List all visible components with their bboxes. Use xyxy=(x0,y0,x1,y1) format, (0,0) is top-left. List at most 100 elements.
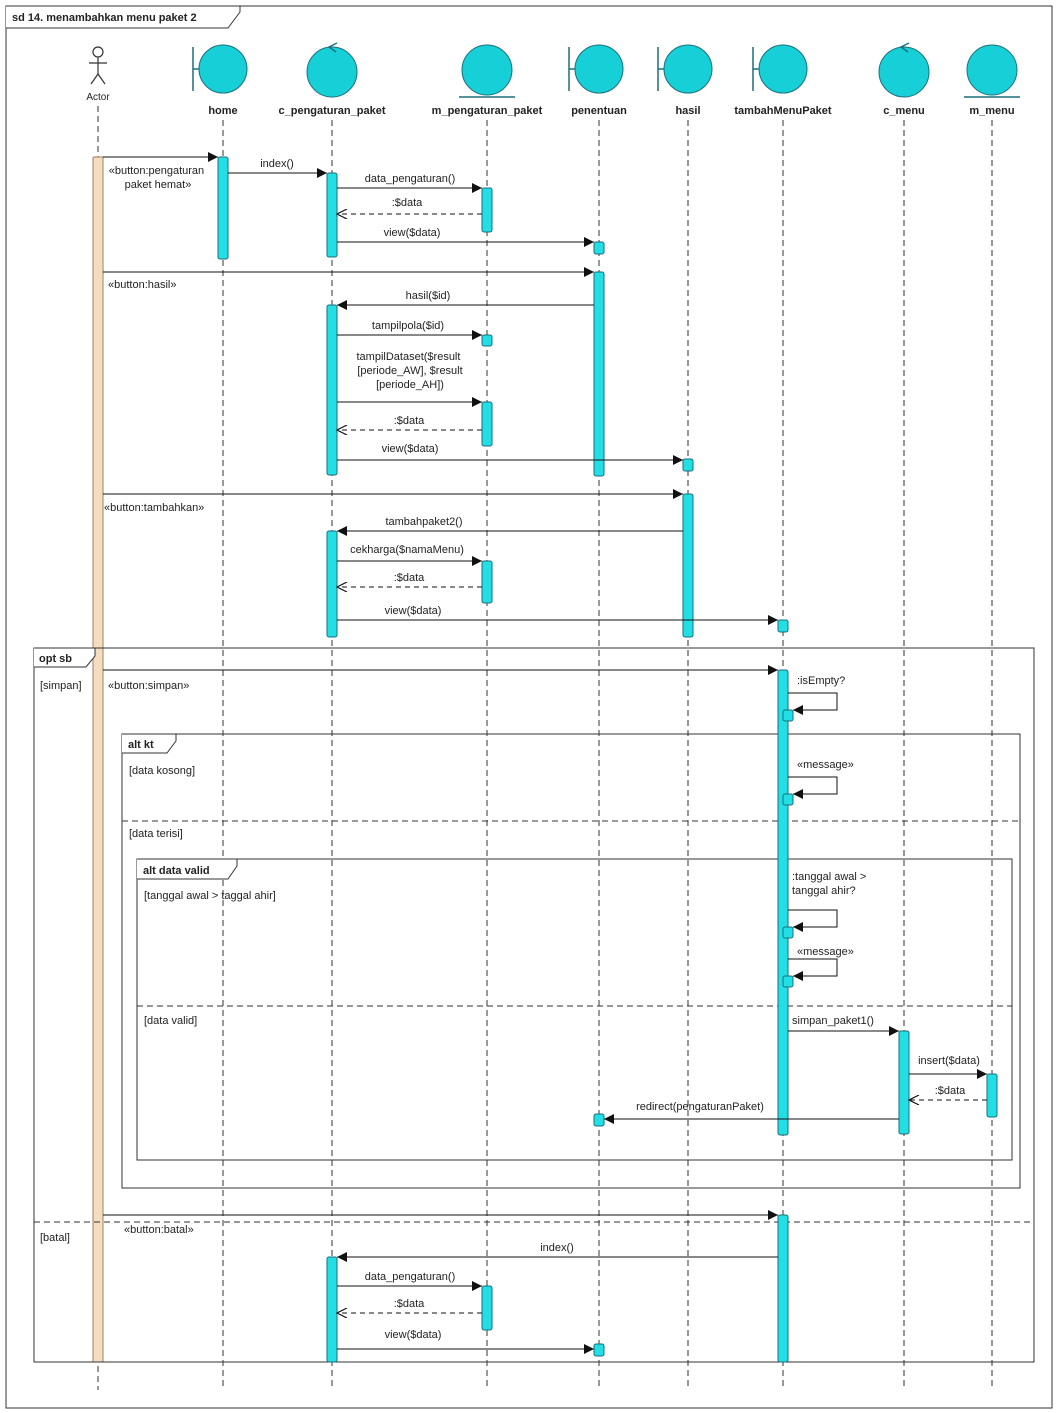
message-arrow xyxy=(788,776,838,799)
message-label: :isEmpty? xyxy=(797,675,845,687)
fragment-operator: opt sb xyxy=(39,653,72,665)
entity-icon xyxy=(461,44,513,96)
activation-m-pengaturan-paket xyxy=(481,1285,493,1331)
activation-tambah-menu-paket-self xyxy=(782,975,794,988)
activation-c-pengaturan-paket xyxy=(326,172,338,258)
fragment-alt-data-valid: alt data valid [tanggal awal > taggal ah… xyxy=(136,858,1013,1161)
fragment-opt-sb: opt sb [simpan] [batal] xyxy=(33,647,1035,1363)
message-label: cekharga($namaMenu) xyxy=(350,544,464,556)
actor-name: Actor xyxy=(86,92,110,103)
activation-m-pengaturan-paket xyxy=(481,560,493,604)
activation-tambah-menu-paket-self xyxy=(782,709,794,722)
lifeline-m-pengaturan-paket: m_pengaturan_paket xyxy=(432,44,543,1390)
activation-m-pengaturan-paket xyxy=(481,401,493,447)
message-arrow xyxy=(788,692,838,715)
lifeline-name: c_menu xyxy=(883,105,925,117)
message-label: data_pengaturan() xyxy=(365,173,456,185)
diagram-frame: sd 14. menambahkan menu paket 2 xyxy=(5,5,1053,1409)
fragment-guard: [batal] xyxy=(40,1232,70,1244)
fragment-guard: [tanggal awal > taggal ahir] xyxy=(144,890,276,902)
message-label: :$data xyxy=(394,415,425,427)
entity-icon xyxy=(966,44,1018,96)
activation-c-menu xyxy=(898,1030,910,1135)
lifeline-name: hasil xyxy=(675,105,700,117)
activation-m-menu xyxy=(986,1073,998,1118)
message-label: index() xyxy=(260,158,294,170)
boundary-icon xyxy=(663,44,713,94)
fragment-operator: alt data valid xyxy=(143,865,210,877)
activation-m-pengaturan-paket xyxy=(481,334,493,347)
activation-hasil xyxy=(682,458,694,472)
fragment-operator: alt kt xyxy=(128,739,154,751)
boundary-icon xyxy=(758,44,808,94)
message-label: simpan_paket1() xyxy=(792,1015,874,1027)
lifeline-hasil: hasil xyxy=(657,44,713,1390)
fragment-guard: [simpan] xyxy=(40,680,82,692)
message-label: tambahpaket2() xyxy=(385,516,462,528)
message-label: «button:hasil» xyxy=(108,279,177,291)
boundary-icon xyxy=(198,44,248,94)
message-label: index() xyxy=(540,1242,574,1254)
message-label: :$data xyxy=(394,572,425,584)
message-label: :tanggal awal > tanggal ahir? xyxy=(792,871,869,897)
message-label: :$data xyxy=(394,1298,425,1310)
lifeline-m-menu: m_menu xyxy=(964,44,1020,1390)
actor-activation xyxy=(92,156,104,1363)
diagram-title: sd 14. menambahkan menu paket 2 xyxy=(12,12,197,24)
activation-tambah-menu-paket xyxy=(777,619,789,633)
control-icon xyxy=(306,46,358,98)
message-label: «button:batal» xyxy=(124,1224,194,1236)
message-label: «message» xyxy=(797,759,854,771)
message-label: :$data xyxy=(392,197,423,209)
activation-c-pengaturan-paket xyxy=(326,530,338,638)
message-label: hasil($id) xyxy=(406,290,451,302)
message-label: view($data) xyxy=(385,1329,442,1341)
actor: Actor xyxy=(86,46,110,1390)
lifeline-name: home xyxy=(208,105,237,117)
messages: «button:pengaturan paket hemat» index() … xyxy=(103,152,987,1354)
lifeline-name: c_pengaturan_paket xyxy=(279,105,386,117)
activation-penentuan xyxy=(593,271,605,477)
lifeline-name: m_menu xyxy=(969,105,1014,117)
activation-home xyxy=(217,156,229,260)
activation-penentuan xyxy=(593,1113,605,1127)
fragments: opt sb [simpan] [batal] alt kt [data kos… xyxy=(33,647,1035,1363)
lifeline-name: m_pengaturan_paket xyxy=(432,105,543,117)
actor-icon xyxy=(89,46,107,85)
activation-penentuan xyxy=(593,241,605,255)
fragment-guard: [data kosong] xyxy=(129,765,195,777)
boundary-icon xyxy=(574,44,624,94)
message-arrow xyxy=(788,958,838,981)
activation-penentuan xyxy=(593,1343,605,1357)
lifeline-c-menu: c_menu xyxy=(878,42,930,1390)
activation-c-pengaturan-paket xyxy=(326,1256,338,1363)
message-label: view($data) xyxy=(384,227,441,239)
message-label: view($data) xyxy=(385,605,442,617)
message-label: redirect(pengaturanPaket) xyxy=(636,1101,764,1113)
activation-tambah-menu-paket-self xyxy=(782,793,794,806)
activation-tambah-menu-paket xyxy=(777,1214,789,1363)
activation-tambah-menu-paket-self xyxy=(782,926,794,939)
lifeline-name: penentuan xyxy=(571,105,627,117)
message-label: «button:pengaturan paket hemat» xyxy=(109,165,207,191)
message-label: «message» xyxy=(797,946,854,958)
message-label: «button:tambahkan» xyxy=(104,502,204,514)
activations xyxy=(217,156,998,1363)
message-label: view($data) xyxy=(382,443,439,455)
lifeline-home: home xyxy=(192,44,248,1390)
lifeline-name: tambahMenuPaket xyxy=(734,105,832,117)
activation-tambah-menu-paket xyxy=(777,669,789,1136)
fragment-alt-kt: alt kt [data kosong] [data terisi] xyxy=(121,733,1021,1189)
message-arrow xyxy=(788,909,838,932)
message-label: data_pengaturan() xyxy=(365,1271,456,1283)
message-label: tampilpola($id) xyxy=(372,320,444,332)
fragment-guard: [data terisi] xyxy=(129,828,183,840)
message-label: «button:simpan» xyxy=(108,680,189,692)
control-icon xyxy=(878,46,930,98)
activation-m-pengaturan-paket xyxy=(481,187,493,233)
message-label: tampilDataset($result [periode_AW], $res… xyxy=(357,351,464,391)
fragment-guard: [data valid] xyxy=(144,1015,197,1027)
message-label: insert($data) xyxy=(918,1055,980,1067)
activation-c-pengaturan-paket xyxy=(326,304,338,476)
